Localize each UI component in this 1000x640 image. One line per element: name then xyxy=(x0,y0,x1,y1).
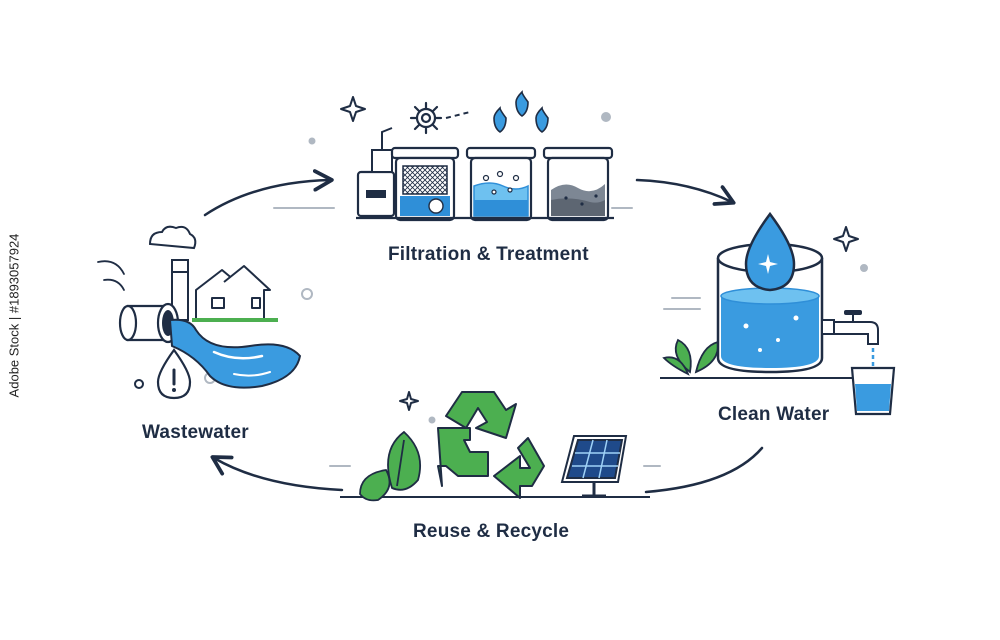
arrow-filtration-to-clean-water xyxy=(637,180,732,202)
solar-panel-icon xyxy=(562,436,626,496)
stock-id-label: Adobe Stock | #1893057924 xyxy=(7,206,22,426)
leaf-icon xyxy=(360,432,420,500)
arrow-reuse-to-wastewater xyxy=(214,458,342,490)
wastewater-icon xyxy=(98,227,300,398)
filtration-plant-icon xyxy=(356,92,614,220)
clean-water-tank-icon xyxy=(660,214,894,414)
stage-label-filtration: Filtration & Treatment xyxy=(388,244,589,266)
arrow-clean-water-to-reuse xyxy=(646,448,762,492)
water-drops-icon xyxy=(494,92,548,132)
gear-icon xyxy=(411,103,441,133)
plant-icon xyxy=(664,340,718,374)
water-drop-icon xyxy=(746,214,794,290)
stage-label-wastewater: Wastewater xyxy=(142,422,249,444)
smoke-icon xyxy=(150,227,195,248)
stage-label-reuse: Reuse & Recycle xyxy=(413,521,569,543)
house-icon xyxy=(196,266,270,320)
arrow-wastewater-to-filtration xyxy=(205,180,330,215)
recycle-icon xyxy=(438,392,544,498)
stage-label-clean-water: Clean Water xyxy=(718,404,829,426)
reuse-recycle-icon xyxy=(340,392,650,500)
